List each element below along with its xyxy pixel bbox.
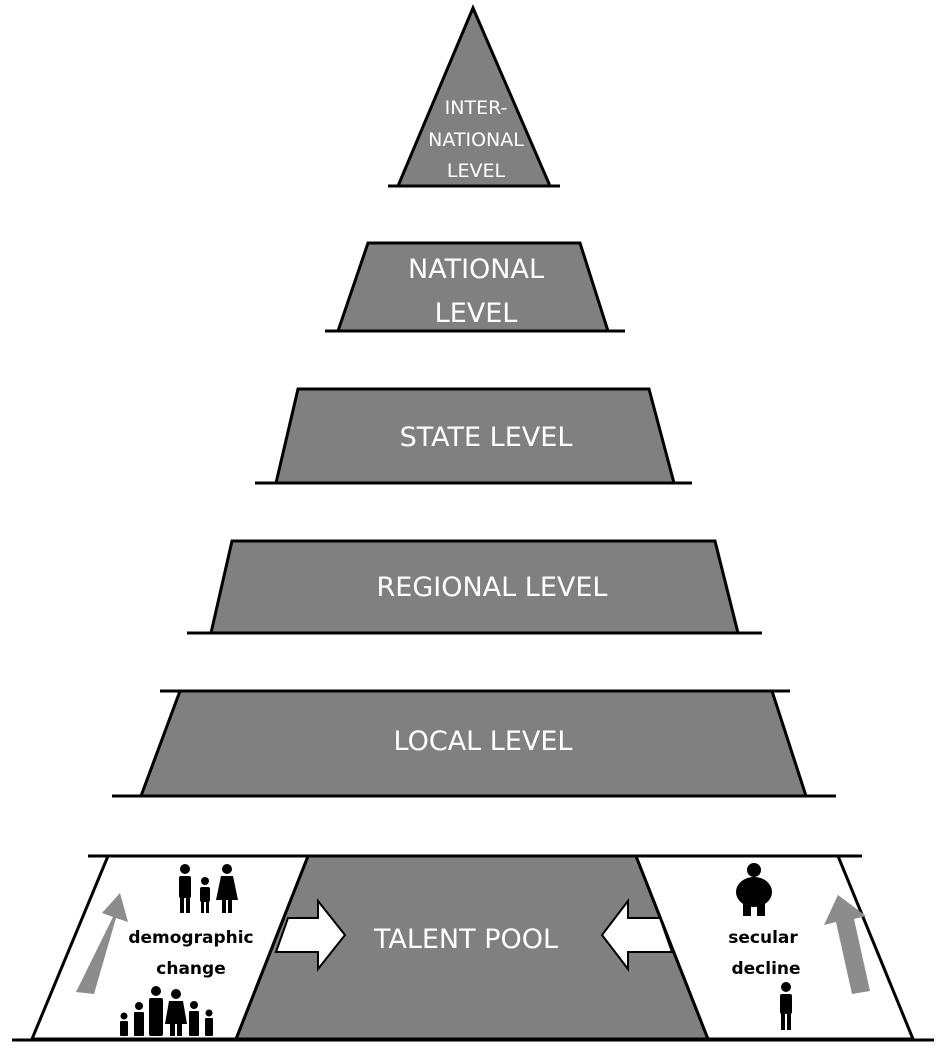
- state-label: STATE LEVEL: [400, 422, 573, 453]
- international-label-1: INTER-: [445, 97, 508, 119]
- state-level: STATE LEVEL: [255, 387, 692, 485]
- person-icon: [780, 982, 792, 1030]
- talent-pool-label: TALENT POOL: [373, 924, 558, 955]
- regional-level: REGIONAL LEVEL: [187, 539, 762, 635]
- secular-label-1: secular: [728, 928, 798, 948]
- demographic-label-1: demographic: [128, 928, 253, 948]
- arrow-right-icon: [274, 898, 347, 972]
- up-arrow-icon: [824, 895, 870, 994]
- international-label-2: NATIONAL: [428, 129, 524, 151]
- national-label-2: LEVEL: [435, 298, 518, 329]
- family-icon: [179, 864, 238, 913]
- demographic-change-panel: demographic change: [29, 854, 311, 1041]
- secular-label-2: decline: [731, 959, 800, 979]
- international-level: INTER- NATIONAL LEVEL: [388, 4, 560, 188]
- demographic-label-2: change: [156, 959, 225, 979]
- regional-label: REGIONAL LEVEL: [377, 572, 608, 603]
- up-arrow-icon: [76, 893, 128, 994]
- international-label-3: LEVEL: [447, 160, 506, 182]
- national-label-1: NATIONAL: [408, 254, 544, 285]
- secular-decline-panel: secular decline: [633, 854, 916, 1041]
- local-label: LOCAL LEVEL: [394, 726, 573, 757]
- arrow-left-icon: [600, 898, 674, 972]
- overweight-person-icon: [736, 863, 772, 916]
- large-family-icon: [120, 986, 213, 1036]
- local-level: LOCAL LEVEL: [112, 689, 836, 798]
- national-level: NATIONAL LEVEL: [325, 241, 625, 333]
